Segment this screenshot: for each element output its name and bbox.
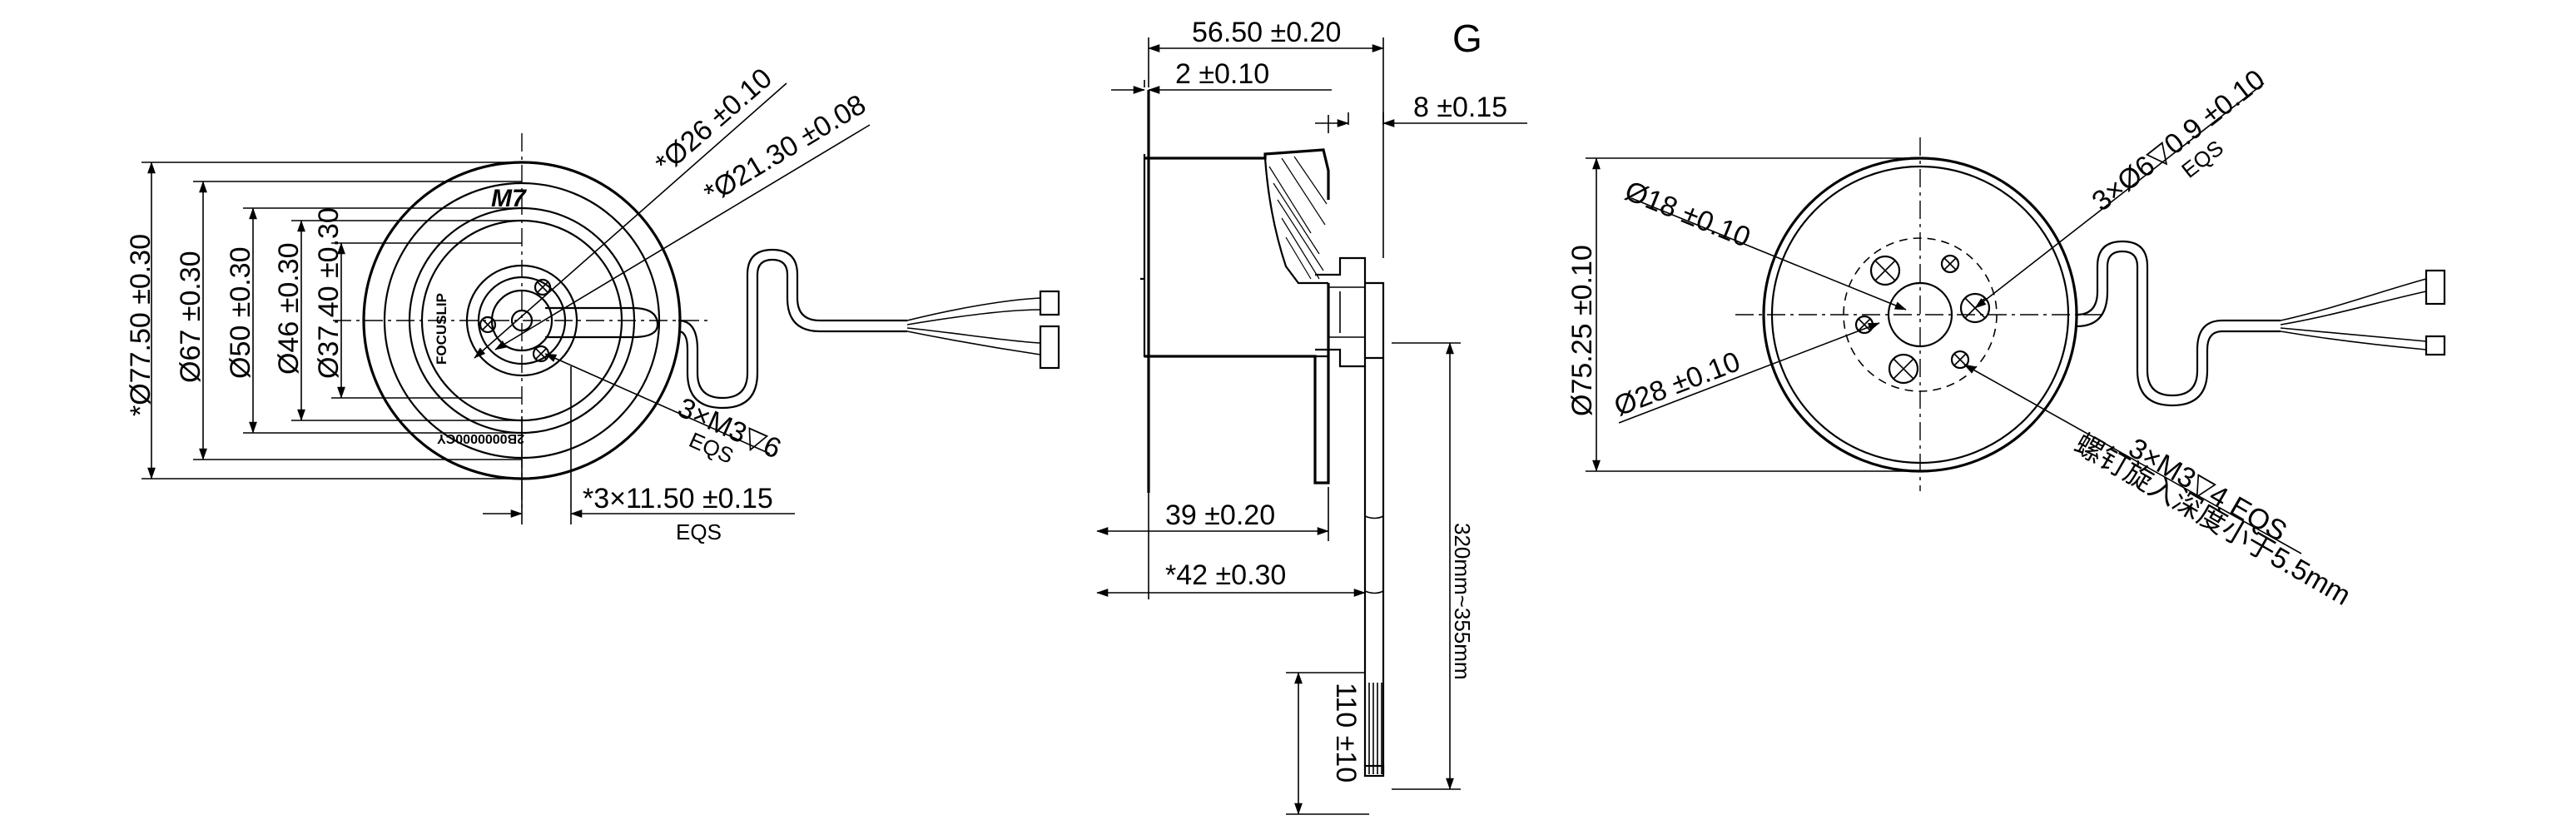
ring-label-serial: 2B0000000CY [437, 431, 524, 445]
dim-d46: Ø46 ±0.30 [273, 242, 305, 375]
dim-d2: 2 ±0.10 [1175, 58, 1269, 90]
dim-len56: 56.50 ±0.20 [1192, 17, 1341, 48]
cable-exit-tab [545, 306, 659, 339]
pitch-ext-lines [521, 366, 572, 524]
dim-d8: 8 ±0.15 [1413, 92, 1507, 123]
shaft-stub [1365, 281, 1385, 360]
section-hatching [1268, 156, 1328, 280]
d75-ext [1586, 157, 1920, 472]
rear-m3-holes [1854, 254, 1970, 370]
cable-marks [1364, 515, 1384, 594]
dim-d39: 39 ±0.20 [1165, 499, 1275, 531]
front-connector-b [1039, 325, 1060, 370]
dim-d50: Ø50 ±0.30 [225, 246, 256, 379]
rear-d6-holes [1869, 255, 1991, 385]
cable-outer [1363, 358, 1385, 774]
dim-pitch-eqs: EQS [676, 519, 722, 544]
dim-holes1: 3×Ø6▽0.9 ±0.10 [2087, 63, 2271, 217]
leader-d26 [474, 82, 787, 359]
d8-ext [1348, 112, 1384, 125]
leader-holes1-ext [2113, 82, 2265, 201]
leader-holes2 [1963, 364, 2302, 554]
dim-d37: Ø37.40 ±0.30 [313, 207, 345, 379]
front-connector-a [1039, 290, 1060, 316]
dim-d28: Ø28 ±0.10 [1610, 345, 1745, 422]
dim-holes2-note: 螺钉旋入深度小于5.5mm [2069, 428, 2356, 612]
dim-d18: Ø18 ±0.10 [1621, 175, 1755, 254]
leader-m3x6 [544, 353, 771, 455]
rear-connector-b [2425, 335, 2446, 356]
ring-label-brand: FOCUSLIP [434, 293, 449, 365]
rear-view: Ø75.25 ±0.10 Ø18 ±0.10 Ø28 ±0.10 3×Ø6▽0.… [1566, 63, 2446, 612]
dim-d77: *Ø77.50 ±0.30 [125, 234, 156, 416]
dim-d75: Ø75.25 ±0.10 [1566, 245, 1598, 416]
cable-end-connector [1363, 764, 1385, 778]
leader-d18 [1630, 197, 1907, 311]
dim-pitch: *3×11.50 ±0.15 [583, 483, 773, 514]
body-curve [1263, 157, 1328, 285]
body-top-profile [1144, 148, 1330, 200]
leader-d28 [1618, 322, 1880, 424]
view-label-g: G [1452, 17, 1482, 60]
side-view: G 56.50 ±0.20 [1096, 17, 1527, 815]
body-bottom-profile [1144, 283, 1330, 485]
leader-d21 [494, 124, 871, 350]
front-cable [678, 248, 1060, 410]
rear-connector-a [2425, 269, 2446, 306]
hub-flange [1315, 256, 1367, 368]
rear-cable [2076, 240, 2446, 407]
front-view: M7 FOCUSLIP 2B0000000CY *Ø77.50 ±0.30 Ø6… [125, 62, 1060, 544]
dim-d67: Ø67 ±0.30 [175, 251, 206, 383]
body-left-edge [1140, 154, 1328, 358]
cable-wires [1368, 683, 1382, 774]
front-diameter-dims [141, 162, 522, 480]
dim-cable-length: 320mm~355mm [1450, 523, 1475, 680]
hub-details [1328, 286, 1365, 338]
dim-d42: *42 ±0.30 [1165, 559, 1286, 591]
dim-d110: 110 ±10 [1330, 683, 1362, 783]
leader-holes1 [1974, 199, 2115, 309]
m3-hole-markers [479, 278, 552, 363]
